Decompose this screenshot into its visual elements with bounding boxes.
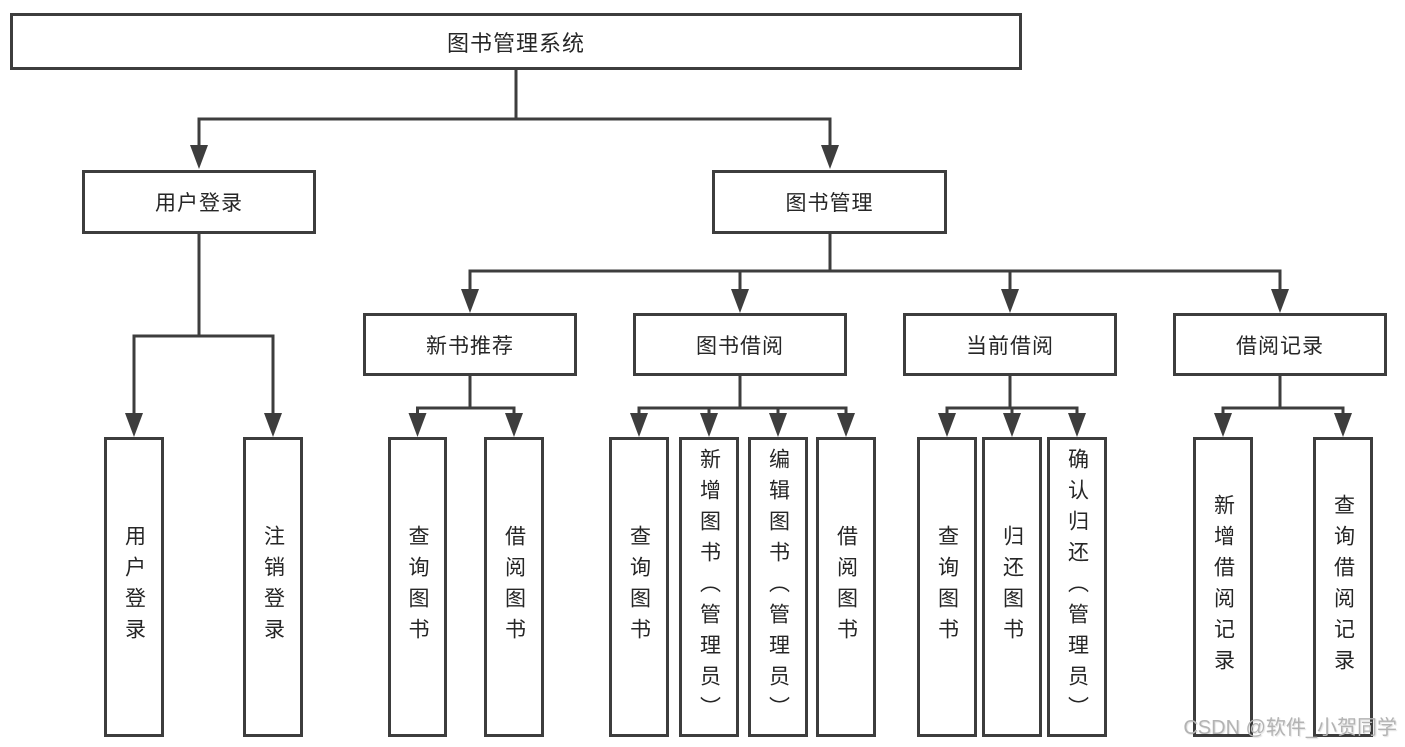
leaf-add-books-admin: 新增图书（管理员） bbox=[679, 437, 739, 737]
leaf-query-books-1: 查询图书 bbox=[388, 437, 447, 737]
arrow-down-icon bbox=[461, 289, 479, 313]
arrow-down-icon bbox=[190, 145, 208, 169]
node-new-books-label: 新书推荐 bbox=[426, 334, 514, 358]
node-current-borrow: 当前借阅 bbox=[903, 313, 1117, 376]
arrow-down-icon bbox=[1214, 413, 1232, 437]
node-user-login: 用户登录 bbox=[82, 170, 316, 234]
leaf-borrow-books-2: 借阅图书 bbox=[816, 437, 876, 737]
leaf-label: 新增借阅记录 bbox=[1211, 494, 1235, 680]
leaf-label: 新增图书（管理员） bbox=[697, 447, 721, 727]
arrow-down-icon bbox=[1001, 289, 1019, 313]
leaf-label: 注销登录 bbox=[261, 525, 285, 649]
leaf-add-borrow-record: 新增借阅记录 bbox=[1193, 437, 1253, 737]
arrow-down-icon bbox=[1068, 413, 1086, 437]
connector-root bbox=[190, 70, 839, 169]
arrow-down-icon bbox=[505, 413, 523, 437]
connector-user-login bbox=[125, 234, 282, 437]
arrow-down-icon bbox=[938, 413, 956, 437]
leaf-label: 借阅图书 bbox=[834, 525, 858, 649]
leaf-edit-books-admin: 编辑图书（管理员） bbox=[748, 437, 808, 737]
arrow-down-icon bbox=[821, 145, 839, 169]
leaf-logout: 注销登录 bbox=[243, 437, 303, 737]
leaf-label: 用户登录 bbox=[122, 525, 146, 649]
node-book-borrow-label: 图书借阅 bbox=[696, 334, 784, 358]
leaf-user-login: 用户登录 bbox=[104, 437, 164, 737]
leaf-query-books-2: 查询图书 bbox=[609, 437, 669, 737]
node-new-books: 新书推荐 bbox=[363, 313, 577, 376]
leaf-label: 查询借阅记录 bbox=[1331, 494, 1355, 680]
arrow-down-icon bbox=[837, 413, 855, 437]
node-root-label: 图书管理系统 bbox=[446, 30, 585, 56]
connector-borrow-records bbox=[1214, 376, 1352, 437]
leaf-borrow-books-1: 借阅图书 bbox=[484, 437, 544, 737]
leaf-query-books-3: 查询图书 bbox=[917, 437, 977, 737]
connector-new-books bbox=[408, 376, 523, 437]
leaf-label: 编辑图书（管理员） bbox=[766, 447, 790, 727]
leaf-confirm-return-admin: 确认归还（管理员） bbox=[1047, 437, 1107, 737]
node-borrow-records: 借阅记录 bbox=[1173, 313, 1387, 376]
arrow-down-icon bbox=[630, 413, 648, 437]
node-book-management: 图书管理 bbox=[712, 170, 947, 234]
leaf-label: 查询图书 bbox=[627, 525, 651, 649]
arrow-down-icon bbox=[125, 413, 143, 437]
node-user-login-label: 用户登录 bbox=[155, 192, 243, 215]
connector-book-management bbox=[461, 234, 1289, 313]
leaf-label: 查询图书 bbox=[935, 525, 959, 649]
leaf-return-books: 归还图书 bbox=[982, 437, 1042, 737]
leaf-label: 查询图书 bbox=[406, 525, 429, 649]
arrow-down-icon bbox=[264, 413, 282, 437]
node-borrow-records-label: 借阅记录 bbox=[1236, 334, 1324, 358]
node-book-management-label: 图书管理 bbox=[785, 192, 874, 215]
connector-book-borrow bbox=[630, 376, 855, 437]
arrow-down-icon bbox=[408, 413, 427, 437]
connector-current-borrow bbox=[938, 376, 1086, 437]
leaf-label: 借阅图书 bbox=[502, 525, 526, 649]
arrow-down-icon bbox=[1271, 289, 1289, 313]
node-root: 图书管理系统 bbox=[10, 13, 1022, 70]
node-book-borrow: 图书借阅 bbox=[633, 313, 847, 376]
arrow-down-icon bbox=[1003, 413, 1021, 437]
arrow-down-icon bbox=[769, 413, 787, 437]
csdn-watermark: CSDN @软件_小贺同学 bbox=[1183, 717, 1397, 739]
arrow-down-icon bbox=[731, 289, 749, 313]
leaf-label: 归还图书 bbox=[1000, 525, 1024, 649]
arrow-down-icon bbox=[1334, 413, 1352, 437]
leaf-query-borrow-record: 查询借阅记录 bbox=[1313, 437, 1373, 737]
node-current-borrow-label: 当前借阅 bbox=[966, 334, 1054, 358]
arrow-down-icon bbox=[700, 413, 718, 437]
leaf-label: 确认归还（管理员） bbox=[1065, 447, 1089, 727]
